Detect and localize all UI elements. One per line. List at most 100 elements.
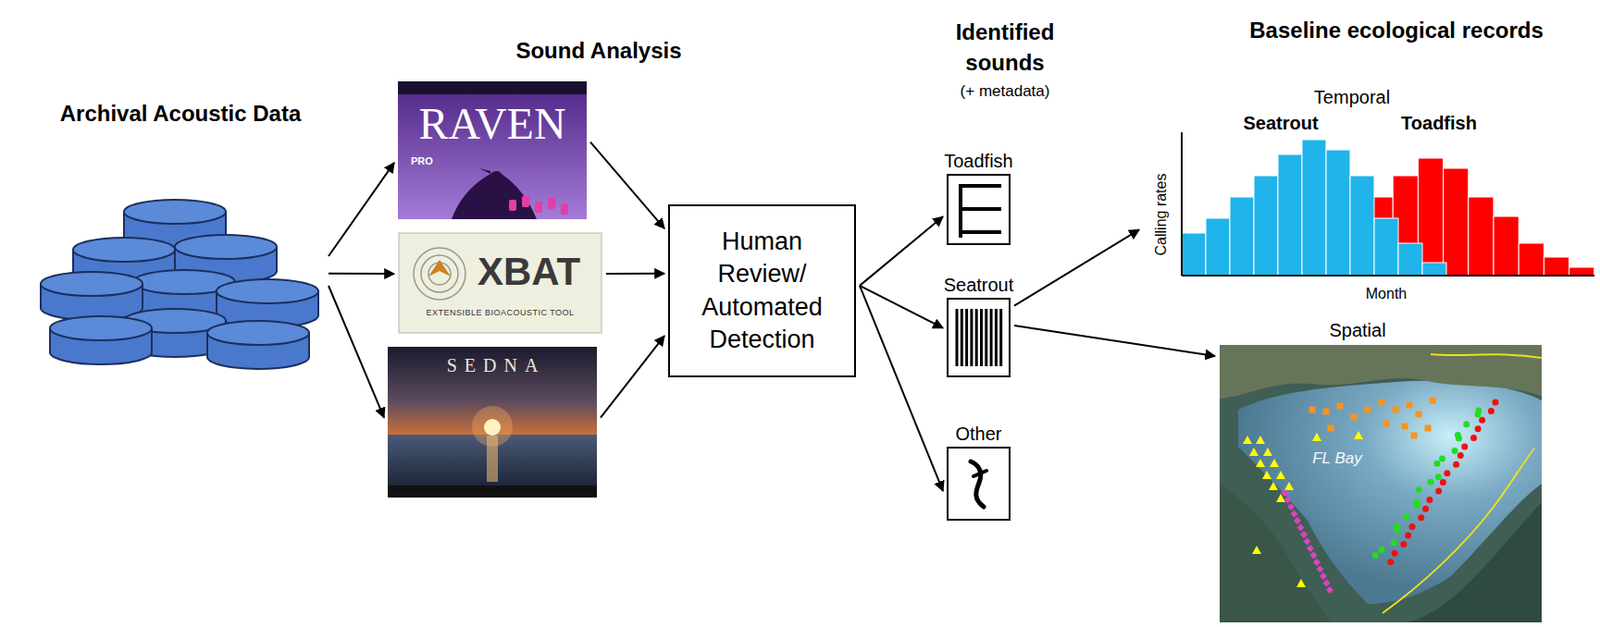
seatrout-bar [1398,243,1423,276]
sound-class-box-art [948,175,1009,244]
series-label: Toadfish [1401,112,1477,135]
logo-ground [398,233,602,334]
site-marker [1474,411,1481,419]
site-marker [1438,455,1446,462]
site-marker [1255,435,1266,445]
site-marker [1252,545,1262,555]
seatrout-bar [1229,197,1254,276]
call-symbol [999,309,1003,367]
site-marker [1249,447,1259,457]
map-figure: Spatial [1219,345,1542,623]
site-marker [1255,458,1266,468]
logo-text: RAVEN [397,101,587,147]
box-text: Human Review/ Automated Detection [679,225,845,356]
site-marker [1433,460,1440,468]
flow-arrow [328,285,385,419]
site-marker [1312,433,1322,442]
site-marker [1309,407,1316,414]
node-heading: Archival Acoustic Data [60,100,302,127]
map-figure-art [1219,345,1542,623]
site-marker [1383,421,1390,428]
call-symbol [960,309,964,367]
site-marker [1461,444,1468,451]
site-marker [1429,397,1437,405]
site-marker [1296,579,1306,588]
site-marker [1323,580,1331,588]
sound-class-box: Other [946,446,1011,521]
site-marker [1280,489,1289,497]
sun-reflection [486,435,498,483]
call-symbol [973,471,987,477]
site-marker [1455,435,1463,443]
axis-label: Month [1365,285,1407,303]
flow-arrow [859,285,943,329]
site-marker [1313,558,1321,567]
seatrout-bar [1181,233,1206,276]
site-marker [1417,514,1425,521]
bird-beak [479,168,491,174]
site-marker [1326,586,1334,595]
site-marker [1364,407,1372,414]
site-marker [1492,399,1500,407]
flow-arrow [328,272,395,275]
site-marker [1290,510,1299,519]
sea [387,434,597,498]
seatrout-bar [1277,154,1303,276]
axis-label: Calling rates [1153,173,1170,257]
call-symbol [960,207,1002,211]
site-marker [1337,403,1344,410]
site-marker [1392,407,1400,414]
sound-class-box-art [948,299,1009,376]
site-marker [1391,550,1399,558]
call-symbol [970,461,984,508]
software-logo: XBATEXTENSIBLE BIOACOUSTIC TOOL [397,232,603,335]
bird-silhouette [451,171,537,220]
site-marker [1404,533,1412,540]
site-marker [1310,552,1318,560]
bar-chart: Temporal [1143,118,1596,278]
seatrout-bar [1422,262,1447,276]
site-marker [1297,524,1305,533]
west-land [1219,483,1331,623]
flow-arrow [590,142,665,230]
node-heading: Temporal [1314,86,1390,109]
site-marker [1426,496,1433,504]
site-marker [1276,471,1286,480]
site-marker [1406,402,1414,410]
node-heading: Other [955,423,1002,446]
site-marker [1401,423,1409,431]
sound-class-box-art [948,448,1009,520]
call-symbol [975,309,979,367]
site-marker [1415,486,1423,494]
flow-arrow [859,285,943,492]
site-marker [1353,431,1364,440]
site-marker [1262,471,1272,480]
site-marker [1327,425,1335,433]
call-symbol [955,309,959,367]
site-marker [1268,482,1278,491]
site-marker [1269,458,1279,468]
site-marker [1470,434,1477,442]
flow-arrow [1014,229,1140,306]
flow-arrow [328,162,395,257]
site-marker [1408,523,1415,531]
sound-class-box: Toadfish [946,173,1011,246]
site-marker [1443,470,1451,477]
site-marker [1425,425,1432,433]
flow-arrow [1014,325,1216,357]
software-logo: RAVEN PRO [397,81,587,220]
y-axis [1180,132,1183,276]
call-symbol [979,309,983,367]
call-symbol [994,309,998,367]
toadfish-bar [1518,243,1544,276]
logo-subtext: EXTENSIBLE BIOACOUSTIC TOOL [397,308,603,318]
sound-class-box: Seatrout [946,297,1011,378]
cylinder-top [40,272,143,297]
toadfish-bar [1569,267,1595,276]
logo-subtext: PRO [410,155,434,167]
sound-ring [413,248,466,300]
database-icon: Archival Acoustic Data [36,198,325,373]
site-marker [1411,433,1418,440]
site-marker [1451,447,1458,455]
